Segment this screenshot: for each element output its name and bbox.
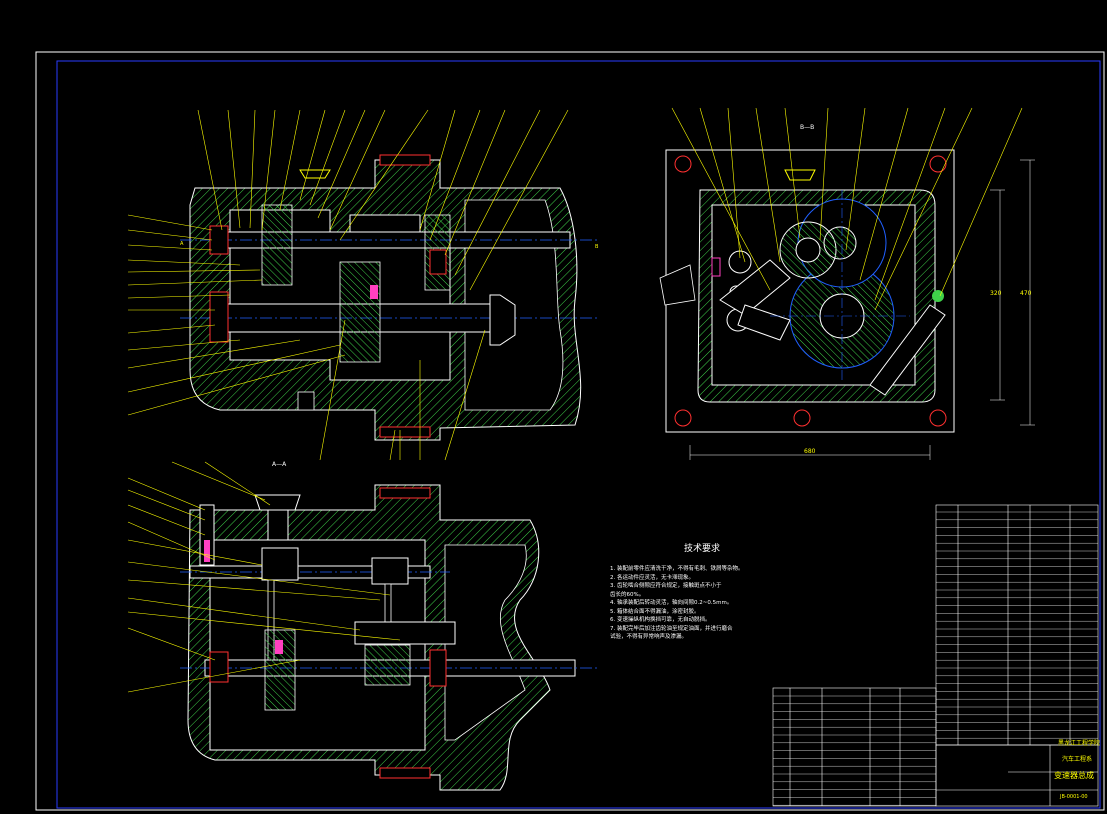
title-block-school: 黑龙江工程学院 — [1058, 740, 1101, 747]
side-view — [659, 107, 1035, 460]
tech-requirement-line: 6. 变速操纵机构换挡可靠，无自动脱挡。 — [610, 617, 711, 623]
bottom-section-view — [127, 461, 600, 791]
dimension-width: 680 — [804, 448, 816, 455]
tech-requirement-line: 试验，不得有异常响声及渗漏。 — [610, 634, 688, 640]
section-label-a: A—A — [272, 461, 287, 468]
tech-requirement-line: 5. 箱体结合面不得漏油，涂密封胶。 — [610, 608, 700, 615]
section-label-b: B—B — [800, 124, 815, 131]
tech-requirement-line: 3. 齿轮啮合侧隙应符合规定，接触斑点不小于 — [610, 583, 722, 589]
label-A-marker: A — [180, 241, 184, 247]
tech-requirement-line: 4. 轴承装配后转动灵活，轴向间隙0.2~0.5mm。 — [610, 600, 733, 606]
main-section-view: A B — [127, 109, 600, 461]
title-block-subtitle: 汽车工程系 — [1062, 756, 1093, 763]
outer-frame — [35, 51, 1105, 811]
title-block-name: 变速器总成 — [1054, 771, 1094, 780]
label-B-marker: B — [595, 244, 599, 250]
title-block-drawing-no: JB-0001-00 — [1060, 794, 1088, 800]
parts-list — [772, 504, 1099, 807]
tech-requirements-title: 技术要求 — [684, 544, 721, 554]
tech-requirement-line: 2. 各运动件应灵活，无卡滞现象。 — [610, 574, 694, 581]
tech-requirement-line: 7. 装配完毕后加注齿轮油至规定油面，并进行磨合 — [610, 625, 733, 632]
dimension-height: 320 — [990, 290, 1002, 297]
tech-requirement-line: 1. 装配前零件应清洗干净，不得有毛刺、铁屑等杂物。 — [610, 566, 744, 572]
inner-frame — [56, 60, 1101, 809]
parts-list-rows — [773, 511, 1098, 806]
tech-requirement-line: 齿长的60%。 — [610, 591, 645, 598]
dimension-overall: 470 — [1020, 290, 1032, 297]
